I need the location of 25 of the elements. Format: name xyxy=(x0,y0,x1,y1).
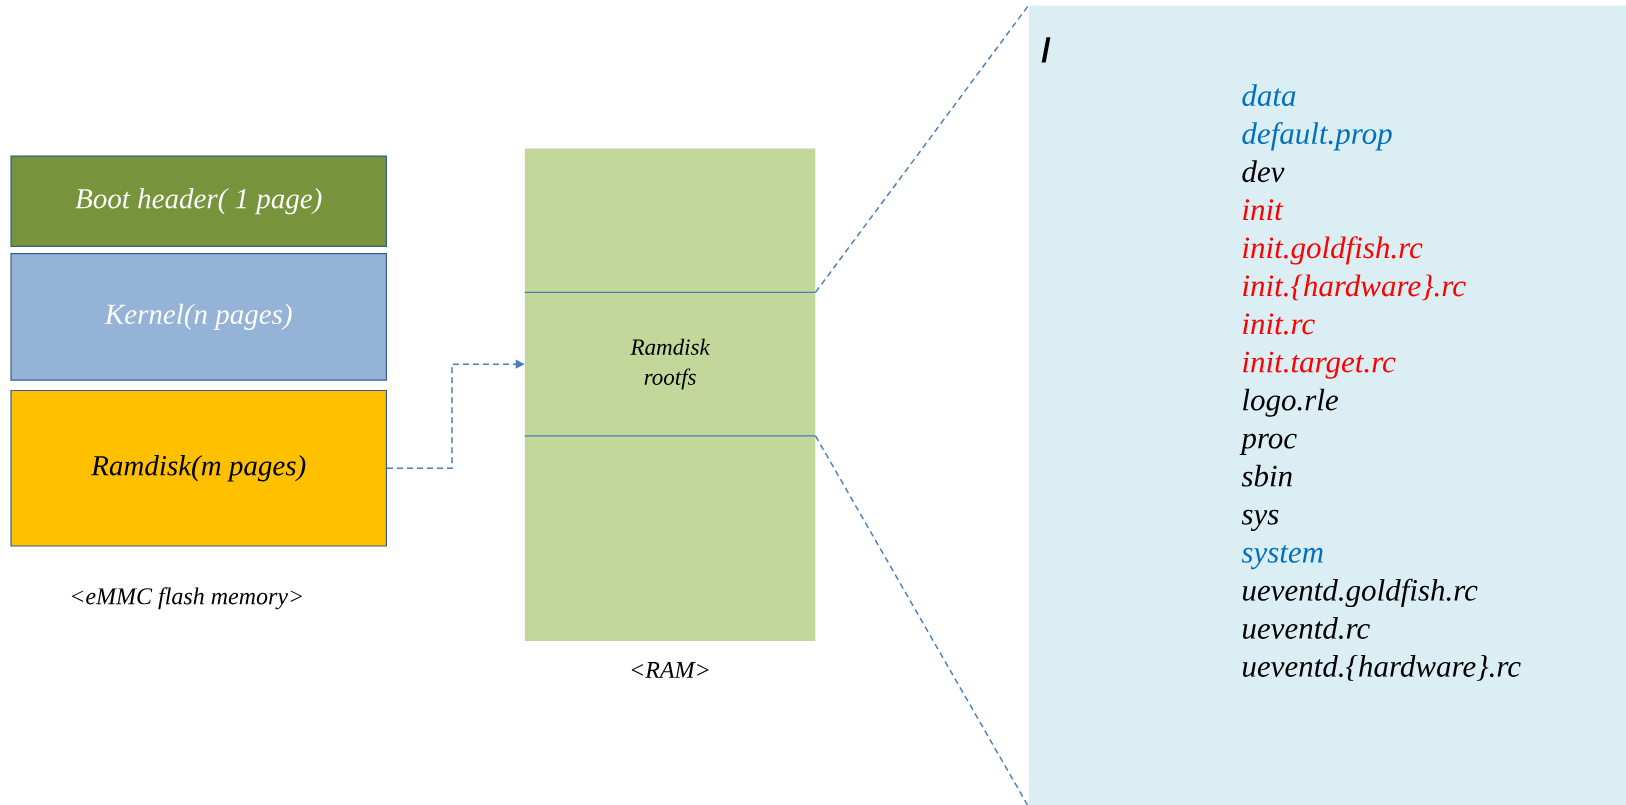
file-name: data xyxy=(1242,84,1296,107)
file-name: init.{hardware}.rc xyxy=(1243,274,1466,301)
root-slash: / xyxy=(1041,37,1051,63)
file-name: init xyxy=(1243,199,1284,221)
file-name: sbin xyxy=(1241,464,1292,487)
file-name: default.prop xyxy=(1242,121,1392,151)
memory-block: Boot header( 1 page) xyxy=(10,155,387,247)
zoom-line xyxy=(814,435,1030,805)
file-name: init.target.rc xyxy=(1243,351,1396,379)
file-name: dev xyxy=(1242,160,1285,183)
file-name: logo.rle xyxy=(1243,388,1338,417)
file-name: init.rc xyxy=(1243,313,1315,335)
file-name: ueventd.rc xyxy=(1242,617,1370,639)
ramdisk-band: Ramdisk rootfs xyxy=(524,291,817,437)
file-name: proc xyxy=(1239,433,1297,455)
memory-block: Ramdisk(m pages) xyxy=(10,389,387,547)
caption: <eMMC flash memory> xyxy=(71,587,302,610)
zoom-line xyxy=(814,4,1030,294)
file-name: sys xyxy=(1241,509,1279,532)
file-name: ueventd.goldfish.rc xyxy=(1242,578,1478,608)
memory-block: Kernel(n pages) xyxy=(10,253,387,381)
file-name: init.goldfish.rc xyxy=(1243,236,1423,265)
node-label: <RAM> xyxy=(631,661,709,678)
file-name: system xyxy=(1241,545,1323,570)
file-name: ueventd.{hardware}.rc xyxy=(1242,655,1521,681)
